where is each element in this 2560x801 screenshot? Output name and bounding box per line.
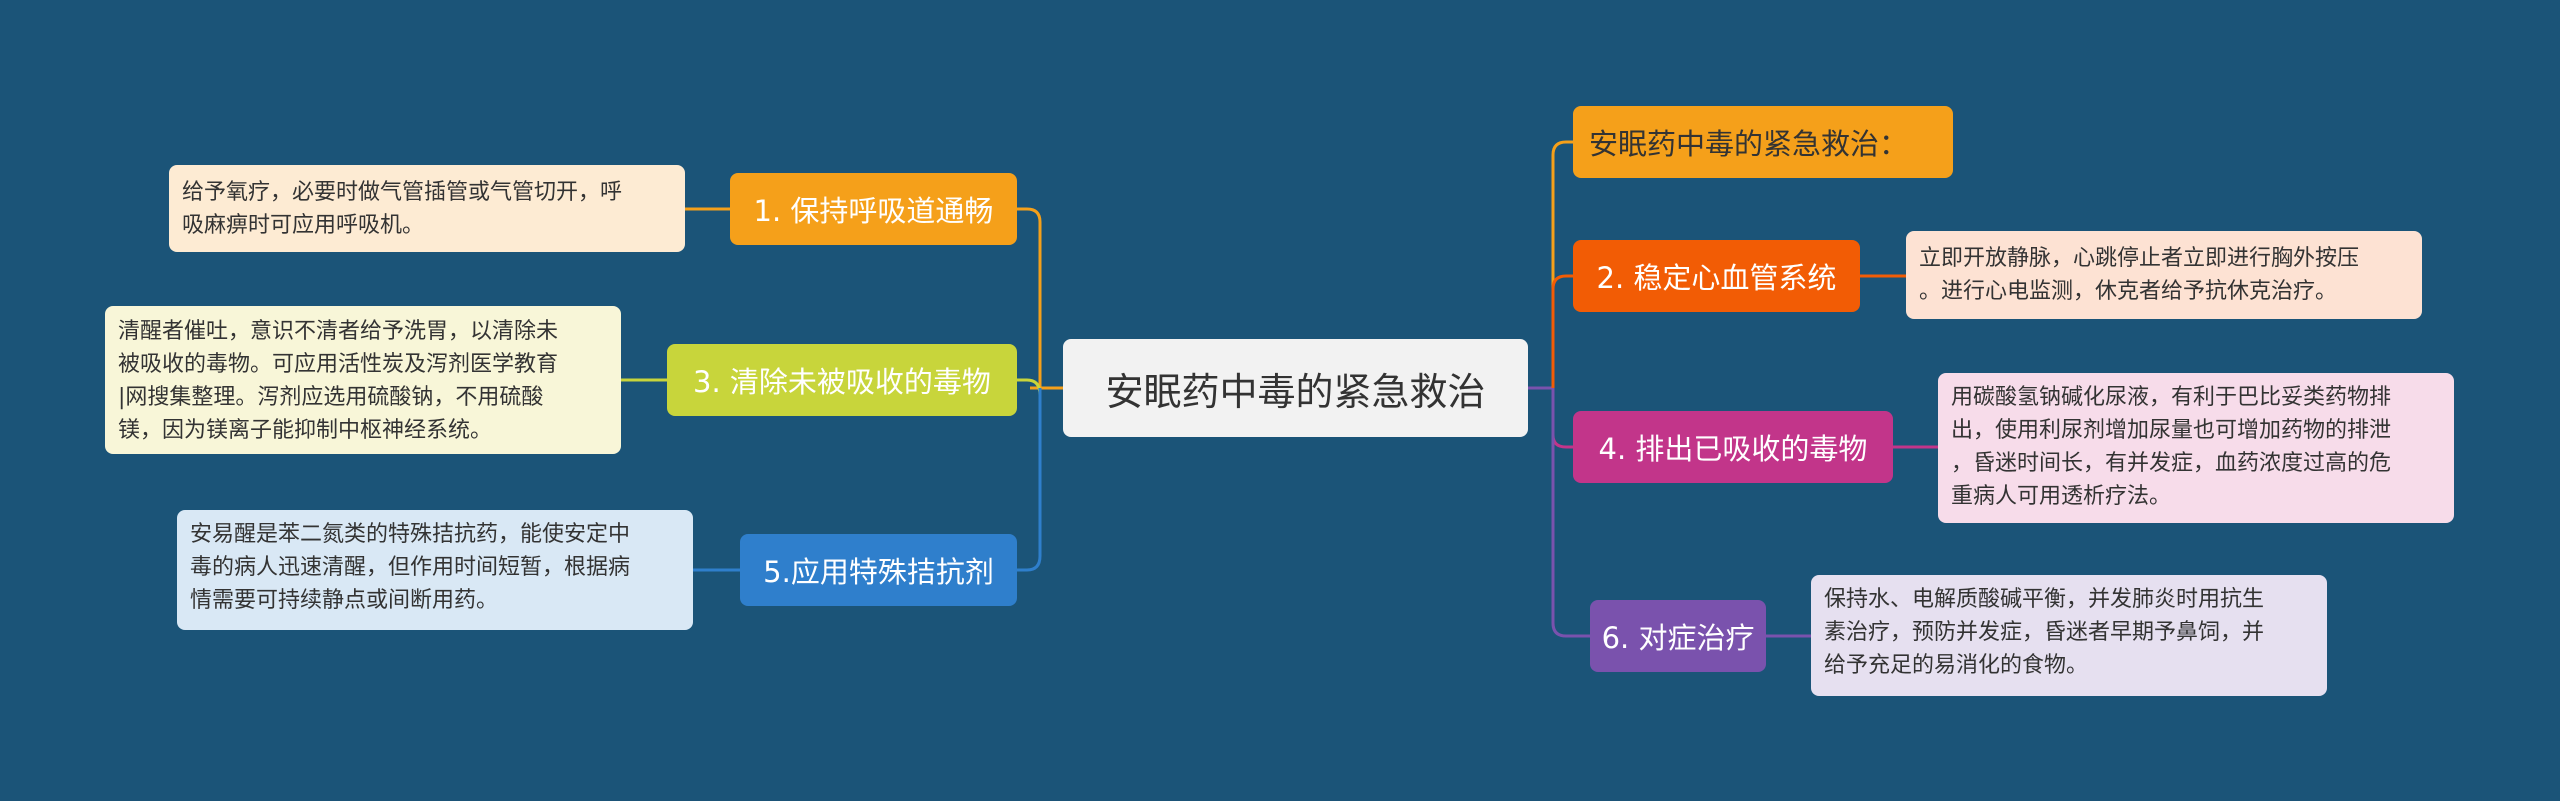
branch-4-label: 4. 排出已吸收的毒物 <box>1598 432 1868 466</box>
detail-3-remove-poison[interactable]: 清醒者催吐，意识不清者给予洗胃，以清除未 被吸收的毒物。可应用活性炭及泻剂医学教… <box>105 306 621 454</box>
detail-2-cardiovascular[interactable]: 立即开放静脉，心跳停止者立即进行胸外按压 。进行心电监测，休克者给予抗休克治疗。 <box>1906 231 2422 319</box>
branch-6-label: 6. 对症治疗 <box>1601 621 1755 655</box>
branch-6-symptomatic[interactable]: 6. 对症治疗 <box>1590 600 1766 672</box>
detail-1-airway[interactable]: 给予氧疗，必要时做气管插管或气管切开，呼 吸麻痹时可应用呼吸机。 <box>169 165 685 252</box>
branch-1-airway[interactable]: 1. 保持呼吸道通畅 <box>730 173 1017 245</box>
detail-5-antagonist[interactable]: 安易醒是苯二氮类的特殊拮抗药，能使安定中 毒的病人迅速清醒，但作用时间短暂，根据… <box>177 510 693 630</box>
connector-to-right-title <box>1551 140 1573 388</box>
branch-2-cardiovascular[interactable]: 2. 稳定心血管系统 <box>1573 240 1860 312</box>
connector-to-branch-4 <box>1551 388 1573 449</box>
detail-3-text: 清醒者催吐，意识不清者给予洗胃，以清除未 被吸收的毒物。可应用活性炭及泻剂医学教… <box>118 319 559 443</box>
detail-6-text: 保持水、电解质酸碱平衡，并发肺炎时用抗生 素治疗，预防并发症，昏迷者早期予鼻饲，… <box>1824 587 2265 678</box>
root-topic-label: 安眠药中毒的紧急救治 <box>1105 369 1486 414</box>
connector-to-branch-5 <box>1017 388 1042 572</box>
branch-4-excrete-poison[interactable]: 4. 排出已吸收的毒物 <box>1573 411 1893 483</box>
detail-1-text: 给予氧疗，必要时做气管插管或气管切开，呼 吸麻痹时可应用呼吸机。 <box>182 180 623 238</box>
detail-6-symptomatic[interactable]: 保持水、电解质酸碱平衡，并发肺炎时用抗生 素治疗，预防并发症，昏迷者早期予鼻饲，… <box>1811 575 2327 696</box>
branch-1-label: 1. 保持呼吸道通畅 <box>753 194 994 228</box>
detail-4-text: 用碳酸氢钠碱化尿液，有利于巴比妥类药物排 出，使用利尿剂增加尿量也可增加药物的排… <box>1951 385 2392 509</box>
right-title-label: 安眠药中毒的紧急救治： <box>1589 127 1909 161</box>
branch-2-label: 2. 稳定心血管系统 <box>1596 261 1837 295</box>
branch-3-label: 3. 清除未被吸收的毒物 <box>693 365 991 399</box>
branch-5-label: 5.应用特殊拮抗剂 <box>763 555 994 589</box>
connector-to-branch-6 <box>1551 388 1590 638</box>
detail-4-excrete-poison[interactable]: 用碳酸氢钠碱化尿液，有利于巴比妥类药物排 出，使用利尿剂增加尿量也可增加药物的排… <box>1938 373 2454 523</box>
root-topic[interactable]: 安眠药中毒的紧急救治 <box>1063 339 1528 437</box>
connector-to-branch-2 <box>1551 274 1573 388</box>
connector-to-branch-1 <box>1017 207 1042 388</box>
branch-3-remove-poison[interactable]: 3. 清除未被吸收的毒物 <box>667 344 1017 416</box>
right-title-node[interactable]: 安眠药中毒的紧急救治： <box>1573 106 1953 178</box>
detail-5-text: 安易醒是苯二氮类的特殊拮抗药，能使安定中 毒的病人迅速清醒，但作用时间短暂，根据… <box>190 522 631 613</box>
detail-2-text: 立即开放静脉，心跳停止者立即进行胸外按压 。进行心电监测，休克者给予抗休克治疗。 <box>1919 246 2360 304</box>
branch-5-antagonist[interactable]: 5.应用特殊拮抗剂 <box>740 534 1017 606</box>
